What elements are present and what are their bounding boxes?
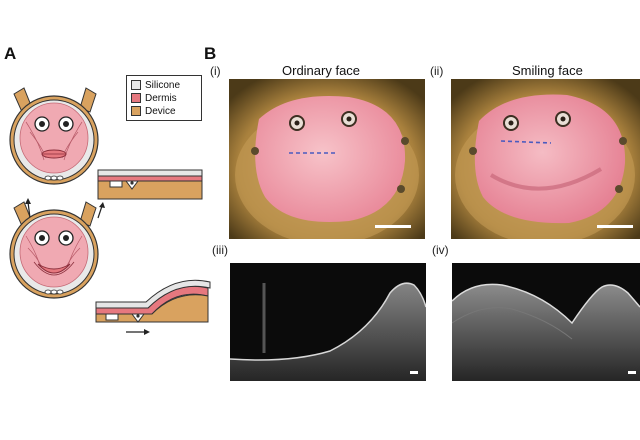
panel-a-letter: A bbox=[4, 44, 17, 63]
legend: Silicone Dermis Device bbox=[126, 75, 202, 121]
oct-index-label: (iv) bbox=[432, 243, 449, 257]
legend-item-dermis: Dermis bbox=[131, 92, 177, 104]
face-schematic-neutral bbox=[9, 87, 99, 185]
photo-index-label: (i) bbox=[210, 64, 221, 78]
legend-label: Dermis bbox=[145, 92, 177, 104]
silicone-swatch bbox=[131, 80, 141, 90]
face-schematic-smiling bbox=[9, 198, 105, 299]
dermis-swatch bbox=[131, 93, 141, 103]
legend-label: Device bbox=[145, 105, 176, 117]
panel-b-letter: B bbox=[204, 44, 217, 63]
photo-caption: Smiling face bbox=[512, 63, 583, 78]
photo-ordinary-face bbox=[229, 79, 425, 239]
smiling-face-image bbox=[451, 79, 640, 239]
oct-scan-ordinary bbox=[230, 263, 426, 381]
ordinary-face-image bbox=[229, 79, 425, 239]
cross-section-smiling bbox=[95, 279, 211, 335]
legend-item-silicone: Silicone bbox=[131, 79, 180, 91]
device-swatch bbox=[131, 106, 141, 116]
photo-caption: Ordinary face bbox=[282, 63, 361, 78]
legend-item-device: Device bbox=[131, 105, 176, 117]
photo-smiling-face bbox=[451, 79, 640, 239]
cross-section-neutral bbox=[97, 169, 203, 200]
oct-image-ordinary bbox=[230, 263, 426, 381]
legend-label: Silicone bbox=[145, 79, 181, 91]
oct-index-label: (iii) bbox=[212, 243, 228, 257]
oct-image-smiling bbox=[452, 263, 640, 381]
oct-scan-smiling bbox=[452, 263, 640, 381]
photo-index-label: (ii) bbox=[430, 64, 444, 78]
